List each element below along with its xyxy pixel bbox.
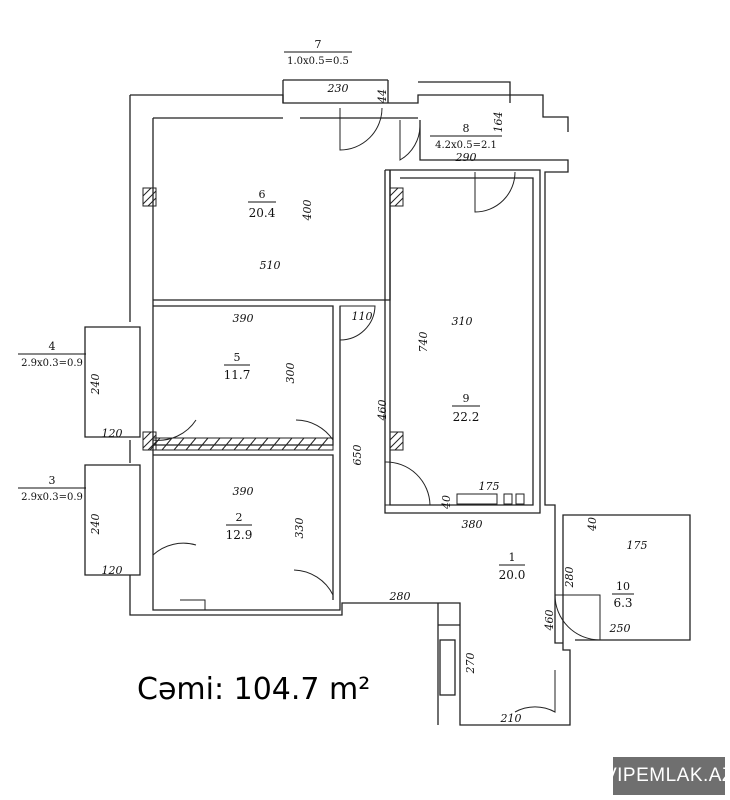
dimension-labels: 230 44 164 290 400 510 390 110 310 740 3…	[89, 82, 648, 725]
balcony-7-formula: 1.0x0.5=0.5	[287, 56, 349, 67]
room-9-area: 22.2	[453, 410, 480, 424]
hatched-walls	[142, 187, 404, 451]
dim-400: 400	[301, 200, 314, 222]
dim-40-room9: 40	[440, 495, 453, 510]
dim-250: 250	[609, 622, 631, 635]
balcony-8-formula: 4.2x0.5=2.1	[435, 140, 497, 151]
walls	[84, 79, 691, 726]
dim-390-lower: 390	[233, 485, 254, 498]
balcony-8-number: 8	[463, 122, 470, 135]
dim-460-left: 460	[376, 400, 389, 422]
room-10-area: 6.3	[613, 596, 632, 610]
balcony-labels: 7 1.0x0.5=0.5 8 4.2x0.5=2.1 4 2.9x0.3=0.…	[18, 38, 502, 503]
balcony-4-number: 4	[49, 340, 56, 353]
balcony-3-formula: 2.9x0.3=0.9	[21, 492, 83, 503]
room-1-area: 20.0	[499, 568, 526, 582]
dim-164: 164	[492, 112, 505, 133]
dim-300: 300	[284, 363, 297, 384]
dim-175-room10: 175	[627, 539, 648, 552]
room-6-number: 6	[259, 188, 266, 201]
room-5-area: 11.7	[224, 368, 251, 382]
dim-175-room9: 175	[479, 480, 500, 493]
dim-280-room10: 280	[563, 567, 576, 589]
dim-110: 110	[352, 310, 373, 323]
total-area-label: Cəmi: 104.7 m²	[137, 672, 371, 707]
dim-380: 380	[462, 518, 483, 531]
dim-310: 310	[452, 315, 473, 328]
balcony-3-number: 3	[49, 474, 56, 487]
dim-44: 44	[376, 89, 389, 104]
dim-40-room10: 40	[586, 517, 599, 532]
dim-460-room1: 460	[543, 610, 556, 632]
dim-210: 210	[500, 712, 522, 725]
dim-280-bottom: 280	[389, 590, 411, 603]
room-2-area: 12.9	[226, 528, 253, 542]
balcony-4-formula: 2.9x0.3=0.9	[21, 358, 83, 369]
dim-650: 650	[351, 445, 364, 466]
room-1-number: 1	[509, 551, 516, 564]
balcony-7-number: 7	[315, 38, 322, 51]
dim-290: 290	[455, 151, 477, 164]
dim-240-lower: 240	[89, 514, 102, 536]
dim-230: 230	[327, 82, 349, 95]
room-10-number: 10	[616, 580, 630, 593]
room-5-number: 5	[234, 351, 241, 364]
watermark-badge: VIPEMLAK.AZ	[604, 757, 730, 795]
dim-330: 330	[293, 518, 306, 539]
doors	[152, 107, 601, 713]
room-2-number: 2	[236, 511, 243, 524]
room-6-area: 20.4	[249, 206, 276, 220]
dim-740: 740	[417, 332, 430, 353]
room-labels: 6 20.4 5 11.7 9 22.2 2 12.9 1 20.0 10 6.…	[224, 188, 634, 610]
dim-270: 270	[464, 653, 477, 675]
dim-510: 510	[260, 259, 281, 272]
dim-390-top: 390	[233, 312, 254, 325]
dim-240-upper: 240	[89, 374, 102, 396]
room-9-number: 9	[463, 392, 470, 405]
dim-120-upper: 120	[102, 427, 123, 440]
dim-120-lower: 120	[102, 564, 123, 577]
